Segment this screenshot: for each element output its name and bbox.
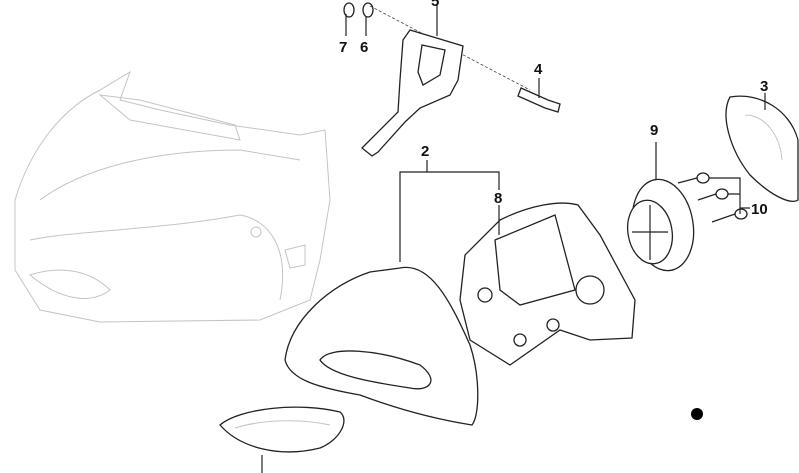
- vehicle-front-outline: [14, 70, 331, 323]
- part-9-mirror-actuator: 9: [626, 122, 695, 272]
- label-8: 8: [494, 190, 502, 207]
- label-6: 6: [360, 39, 368, 56]
- label-7: 7: [339, 39, 347, 56]
- label-9: 9: [650, 122, 658, 139]
- label-10: 10: [751, 201, 768, 218]
- part-7-washer: 7: [339, 2, 355, 56]
- label-4: 4: [534, 61, 543, 78]
- label-3: 3: [760, 78, 768, 95]
- label-5: 5: [431, 0, 439, 10]
- bullet-marker: [691, 408, 703, 420]
- part-3-mirror-glass: 3: [725, 78, 799, 202]
- part-2-mirror-housing: 2: [284, 143, 500, 426]
- part-6-nut: 6: [360, 2, 374, 56]
- part-4-bolt: 4: [517, 61, 561, 113]
- part-10-screws: 10: [677, 172, 768, 223]
- part-8-mirror-base: 8: [459, 190, 636, 366]
- turn-signal-lamp: [219, 406, 345, 473]
- label-2: 2: [421, 143, 429, 160]
- part-5-bracket: 5: [361, 0, 531, 157]
